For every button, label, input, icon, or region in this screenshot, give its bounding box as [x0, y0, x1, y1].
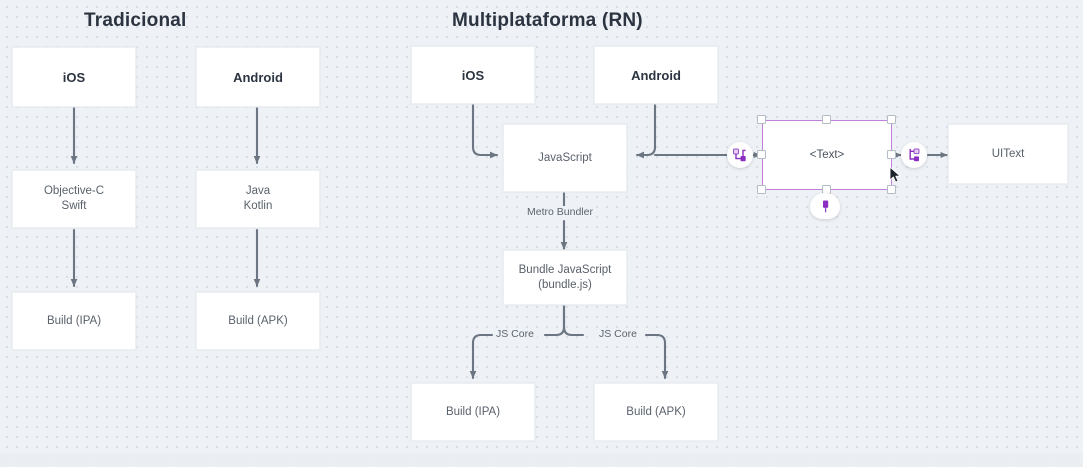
node-label: Build (IPA) [445, 405, 501, 418]
node-label: <Text> [809, 149, 845, 161]
resize-handle-bottom-left[interactable] [757, 185, 766, 194]
node-rn-javascript[interactable]: JavaScript [503, 124, 627, 192]
node-label-line1: Bundle JavaScript [518, 263, 612, 276]
resize-handle-top-center[interactable] [822, 115, 831, 124]
section-title-crossplatform: Multiplataforma (RN) [452, 10, 643, 31]
node-traditional-objc-swift[interactable]: Objective-C Swift [12, 170, 136, 228]
canvas-bottom-band [0, 453, 1083, 467]
edge-label-jscore-right: JS Core [596, 328, 640, 341]
resize-handle-bottom-right[interactable] [887, 185, 896, 194]
edge-label-metro-bundler: Metro Bundler [524, 206, 596, 219]
selected-node-text[interactable]: <Text> [762, 120, 892, 190]
node-label: JavaScript [538, 151, 592, 164]
node-traditional-java-kotlin[interactable]: Java Kotlin [196, 170, 320, 228]
node-label: iOS [62, 69, 86, 85]
node-rn-build-apk[interactable]: Build (APK) [594, 383, 718, 441]
node-label: iOS [461, 67, 485, 83]
node-label-line1: Objective-C [43, 185, 105, 197]
node-label-line2: Kotlin [243, 200, 273, 212]
tree-node-icon [909, 148, 920, 162]
node-rn-android[interactable]: Android [594, 46, 718, 104]
resize-handle-middle-right[interactable] [887, 150, 896, 159]
node-label-line1: Java [245, 185, 271, 197]
node-label: UIText [991, 147, 1025, 160]
node-label-line2: Swift [61, 200, 87, 212]
node-traditional-build-apk[interactable]: Build (APK) [196, 292, 320, 350]
resize-handle-middle-left[interactable] [757, 150, 766, 159]
pin-icon-badge[interactable] [810, 193, 840, 219]
section-title-traditional: Tradicional [84, 10, 187, 31]
flow-node-icon-badge[interactable] [727, 142, 753, 168]
mouse-cursor [889, 166, 902, 189]
resize-handle-top-left[interactable] [757, 115, 766, 124]
node-traditional-build-ipa[interactable]: Build (IPA) [12, 292, 136, 350]
node-label-line2: (bundle.js) [538, 278, 592, 291]
node-label: Android [233, 69, 283, 85]
node-label: Build (APK) [228, 314, 288, 327]
tree-node-icon-badge[interactable] [901, 142, 927, 168]
node-label: Build (IPA) [46, 314, 102, 327]
node-label: Build (APK) [626, 405, 686, 418]
resize-handle-top-right[interactable] [887, 115, 896, 124]
pin-icon [822, 200, 828, 212]
node-traditional-ios[interactable]: iOS [12, 47, 136, 107]
node-rn-bundle-js[interactable]: Bundle JavaScript (bundle.js) [503, 250, 627, 305]
node-rn-uitext[interactable]: UIText [948, 124, 1068, 184]
flow-node-icon [733, 148, 746, 162]
node-rn-ios[interactable]: iOS [411, 46, 535, 104]
edge-label-jscore-left: JS Core [493, 328, 537, 341]
node-label: Android [631, 67, 681, 83]
node-rn-build-ipa[interactable]: Build (IPA) [411, 383, 535, 441]
node-traditional-android[interactable]: Android [196, 47, 320, 107]
